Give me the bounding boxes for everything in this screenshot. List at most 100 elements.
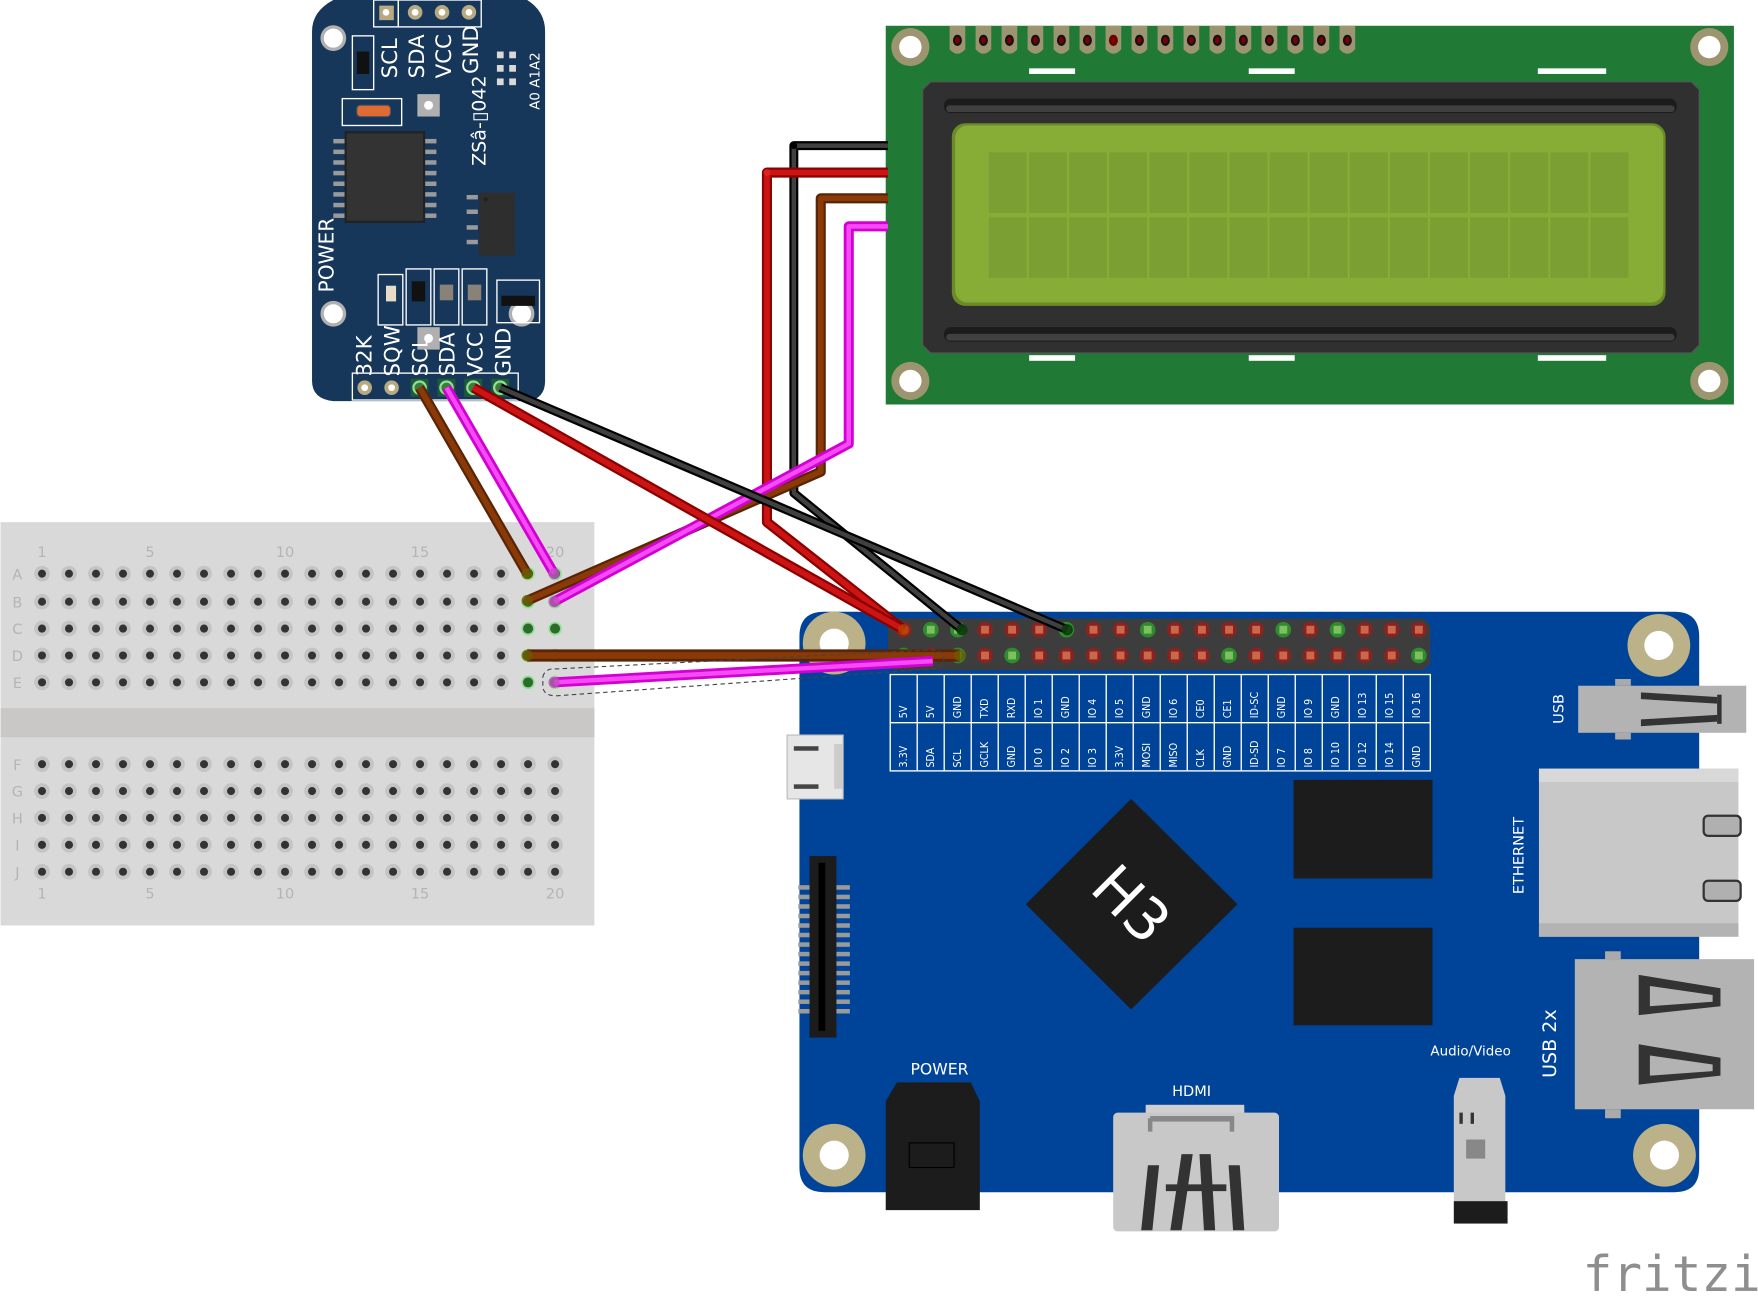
breadboard-hole[interactable]	[385, 810, 401, 826]
breadboard-hole[interactable]	[385, 783, 401, 799]
gpio-pin[interactable]	[1112, 647, 1129, 664]
breadboard-hole[interactable]	[142, 593, 158, 610]
breadboard-hole[interactable]	[331, 565, 347, 582]
breadboard-hole[interactable]	[277, 647, 293, 664]
breadboard-hole[interactable]	[331, 647, 347, 664]
gpio-pin[interactable]	[1139, 647, 1156, 664]
breadboard-hole[interactable]	[439, 810, 455, 826]
gpio-pin[interactable]	[1248, 647, 1264, 664]
breadboard-hole[interactable]	[277, 863, 293, 880]
breadboard-hole[interactable]	[115, 783, 131, 799]
breadboard-hole[interactable]	[331, 674, 347, 691]
breadboard-hole[interactable]	[304, 837, 320, 853]
rtc-bottom-pin[interactable]	[384, 380, 399, 395]
gpio-pin[interactable]	[1275, 647, 1292, 664]
breadboard-hole[interactable]	[547, 810, 563, 826]
breadboard-hole[interactable]	[548, 621, 562, 636]
breadboard-hole[interactable]	[358, 620, 374, 637]
breadboard-hole[interactable]	[304, 810, 320, 826]
breadboard-hole[interactable]	[466, 647, 482, 664]
breadboard-hole[interactable]	[223, 565, 239, 582]
gpio-pin[interactable]	[1139, 621, 1156, 638]
breadboard-hole[interactable]	[61, 863, 77, 880]
breadboard-hole[interactable]	[34, 620, 50, 637]
breadboard-hole[interactable]	[358, 783, 374, 799]
gpio-pin[interactable]	[1383, 621, 1400, 638]
breadboard-hole[interactable]	[412, 593, 428, 610]
breadboard-hole[interactable]	[439, 783, 455, 799]
lcd-header-pin[interactable]	[1339, 25, 1356, 54]
gpio-pin[interactable]	[1004, 621, 1020, 638]
breadboard-hole[interactable]	[521, 621, 535, 636]
breadboard-hole[interactable]	[169, 565, 185, 582]
breadboard-hole[interactable]	[412, 647, 428, 664]
gpio-pin[interactable]	[1275, 621, 1292, 638]
breadboard-hole[interactable]	[142, 756, 158, 773]
breadboard-hole[interactable]	[250, 565, 266, 582]
breadboard-hole[interactable]	[439, 620, 455, 637]
breadboard-hole[interactable]	[277, 565, 293, 582]
breadboard-hole[interactable]	[61, 647, 77, 664]
breadboard-hole[interactable]	[250, 810, 266, 826]
gpio-pin[interactable]	[977, 621, 993, 638]
gpio-pin[interactable]	[1194, 621, 1210, 638]
breadboard-hole[interactable]	[196, 783, 212, 799]
gpio-pin[interactable]	[1302, 647, 1319, 664]
breadboard-hole[interactable]	[115, 674, 131, 691]
breadboard-hole[interactable]	[412, 863, 428, 880]
breadboard-hole[interactable]	[88, 674, 104, 691]
rtc-module[interactable]: SCL SDA VCC GND ZSâ-▯042 A0 A1A2 POWER	[312, 0, 546, 402]
breadboard-hole[interactable]	[196, 620, 212, 637]
lcd-header-pin[interactable]	[1053, 25, 1070, 54]
breadboard-hole[interactable]	[521, 675, 535, 690]
lcd-header-pin[interactable]	[1079, 25, 1096, 54]
breadboard-hole[interactable]	[412, 620, 428, 637]
breadboard-hole[interactable]	[142, 783, 158, 799]
breadboard-hole[interactable]	[61, 620, 77, 637]
breadboard-hole[interactable]	[142, 674, 158, 691]
breadboard-hole[interactable]	[250, 620, 266, 637]
gpio-pin[interactable]	[1085, 621, 1102, 638]
breadboard-hole[interactable]	[358, 756, 374, 773]
breadboard-hole[interactable]	[520, 756, 536, 773]
breadboard-hole[interactable]	[115, 647, 131, 664]
gpio-pin[interactable]	[1329, 647, 1346, 664]
breadboard-hole[interactable]	[304, 863, 320, 880]
breadboard-hole[interactable]	[493, 863, 509, 880]
breadboard-hole[interactable]	[142, 620, 158, 637]
breadboard-hole[interactable]	[142, 647, 158, 664]
wire-rtc-scl[interactable]	[415, 385, 532, 577]
breadboard-hole[interactable]	[196, 863, 212, 880]
breadboard-hole[interactable]	[196, 810, 212, 826]
breadboard-hole[interactable]	[493, 565, 509, 582]
breadboard-hole[interactable]	[547, 837, 563, 853]
breadboard-hole[interactable]	[493, 674, 509, 691]
breadboard-hole[interactable]	[223, 837, 239, 853]
breadboard-hole[interactable]	[547, 756, 563, 773]
breadboard-hole[interactable]	[88, 647, 104, 664]
opi-micro-usb-port[interactable]	[786, 734, 844, 800]
wires[interactable]	[415, 141, 1073, 697]
breadboard-hole[interactable]	[34, 756, 50, 773]
breadboard-hole[interactable]	[34, 674, 50, 691]
gpio-pin[interactable]	[1302, 621, 1319, 638]
gpio-pin[interactable]	[1383, 647, 1400, 664]
breadboard-hole[interactable]	[304, 674, 320, 691]
breadboard-hole[interactable]	[439, 863, 455, 880]
breadboard-hole[interactable]	[277, 756, 293, 773]
breadboard-hole[interactable]	[331, 593, 347, 610]
gpio-pin[interactable]	[1356, 621, 1373, 638]
breadboard-hole[interactable]	[115, 593, 131, 610]
gpio-pin[interactable]	[1112, 621, 1129, 638]
wire-lcd-sda[interactable]	[551, 221, 888, 607]
lcd-module[interactable]	[885, 25, 1734, 405]
breadboard-hole[interactable]	[385, 863, 401, 880]
breadboard-hole[interactable]	[115, 620, 131, 637]
breadboard-hole[interactable]	[277, 783, 293, 799]
lcd-header-pin[interactable]	[1287, 25, 1304, 54]
breadboard-hole[interactable]	[196, 674, 212, 691]
breadboard-hole[interactable]	[61, 593, 77, 610]
breadboard-hole[interactable]	[520, 783, 536, 799]
